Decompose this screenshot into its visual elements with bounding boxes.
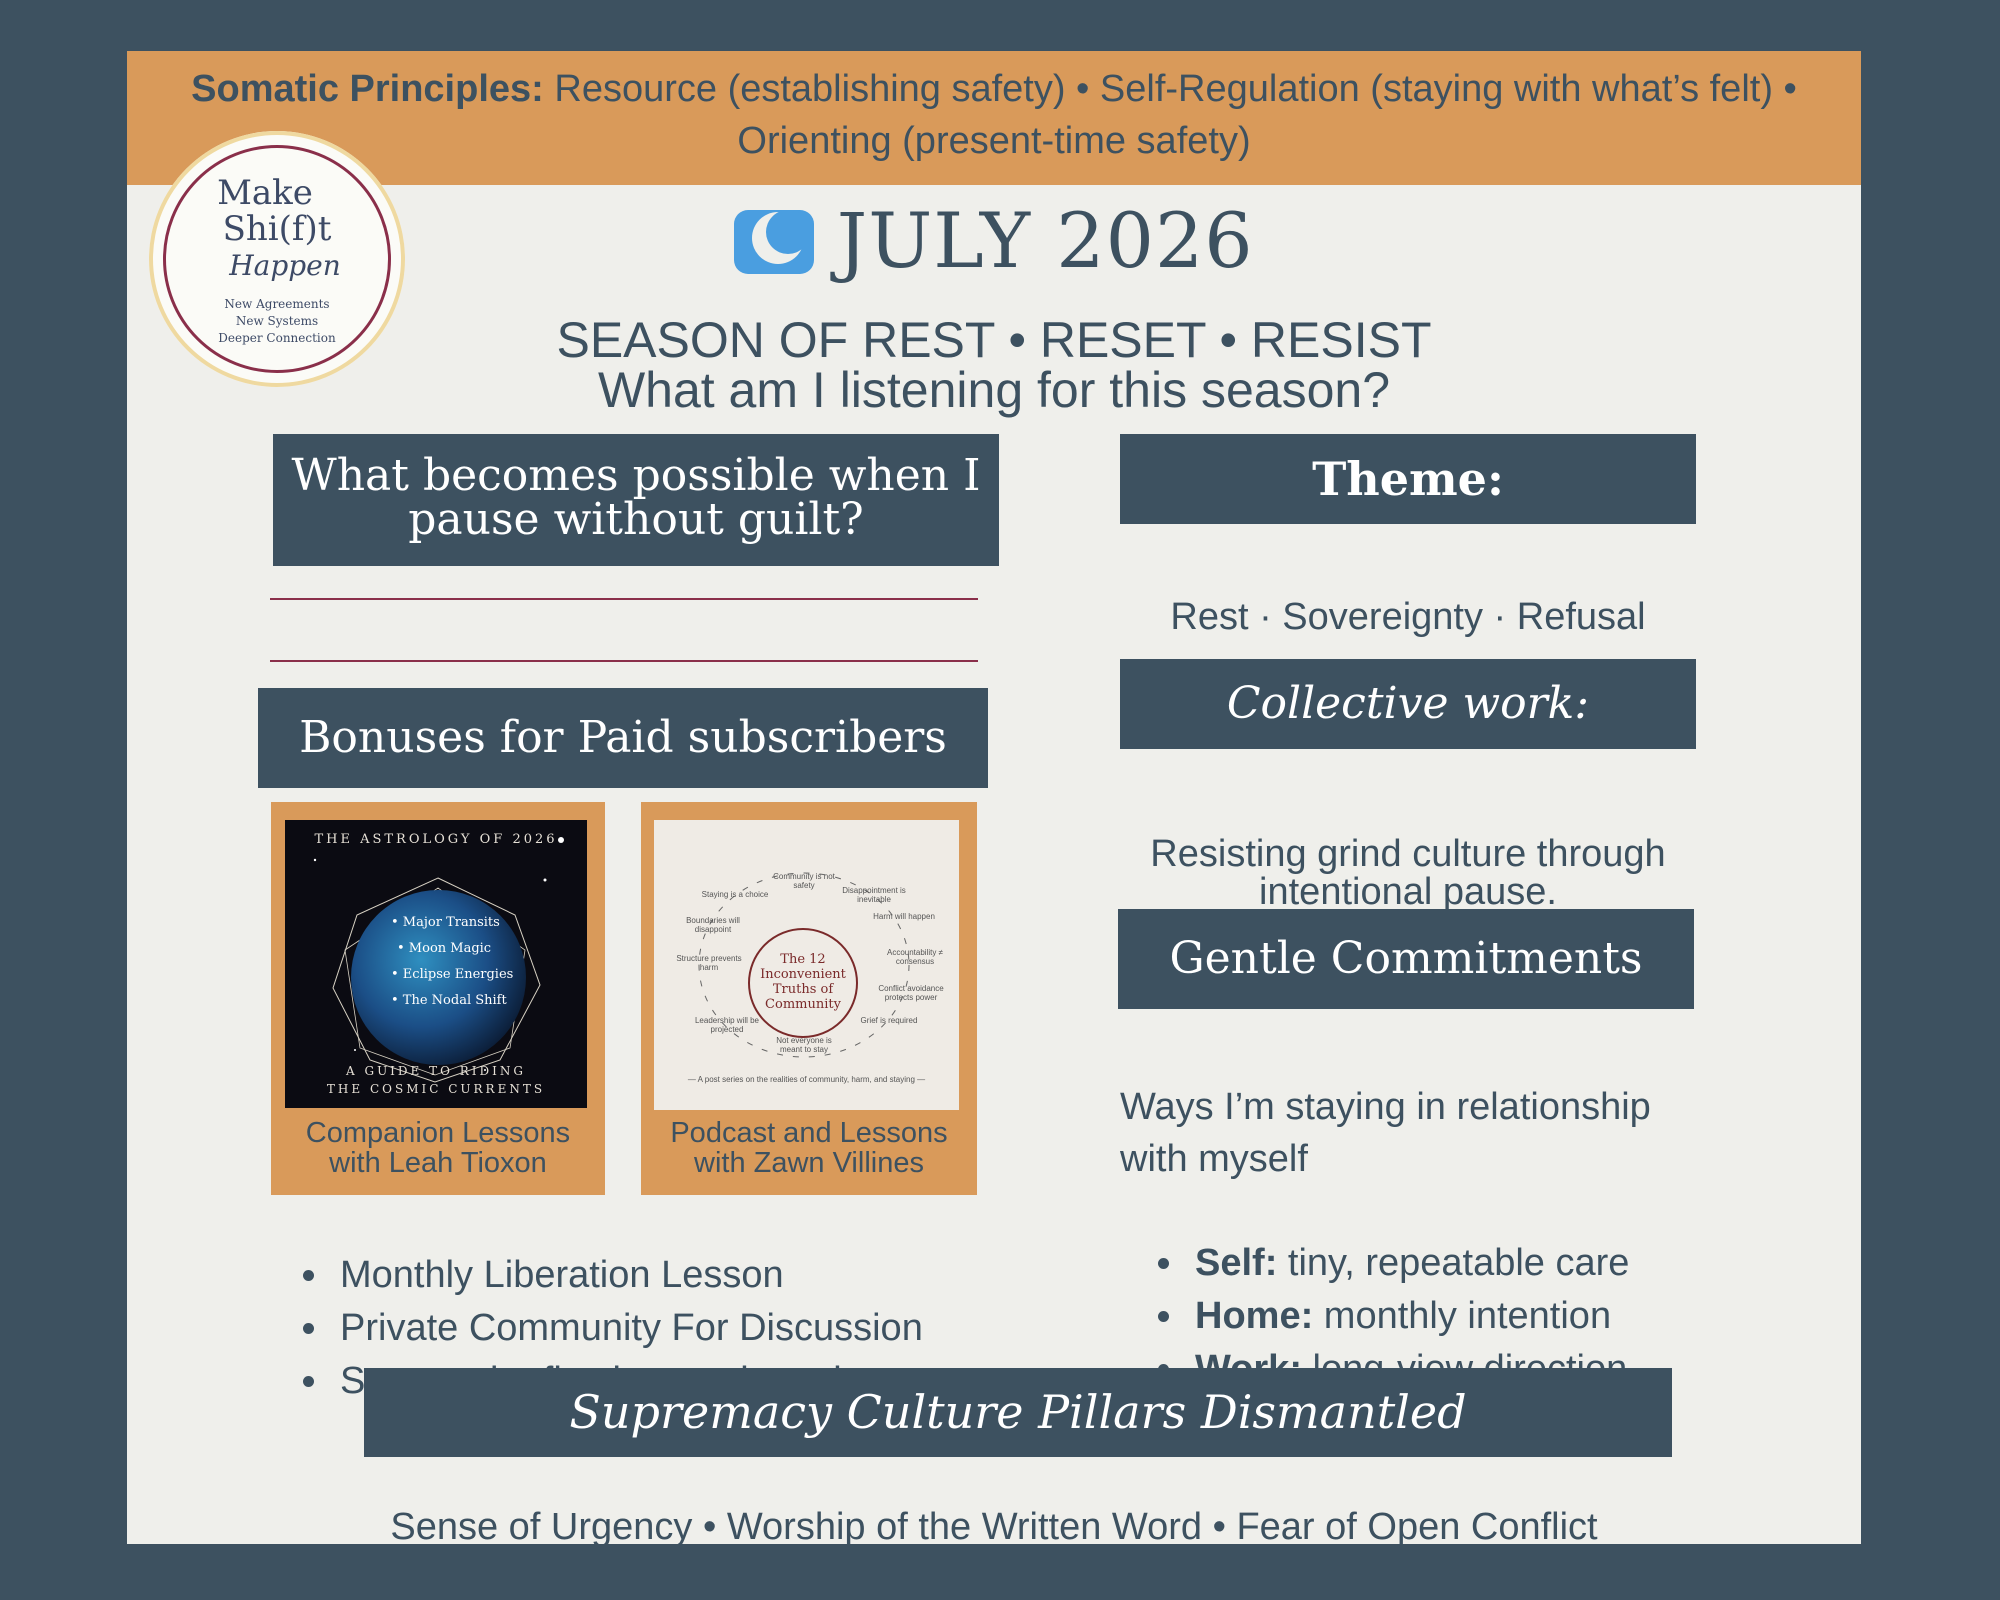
collective-work-text: Resisting grind culture through intentio… [1120, 835, 1696, 911]
truth-3: Harm will happen [873, 912, 935, 921]
commitments-intro-2: with myself [1120, 1138, 1308, 1180]
truth-8: Leadership will be projected [694, 1016, 760, 1034]
commitments-intro: Ways I’m staying in relationship with my… [1120, 1081, 1696, 1185]
logo-ring [163, 145, 391, 373]
bonus-card-1-caption-2: with Leah Tioxon [329, 1147, 547, 1179]
planner-card: Somatic Principles: Resource (establishi… [127, 51, 1861, 1544]
astro-orb [351, 890, 526, 1065]
pillars-text: Sense of Urgency • Worship of the Writte… [390, 1506, 1598, 1544]
commitment-text: monthly intention [1313, 1295, 1612, 1337]
logo-name-line-1: Make [217, 173, 313, 213]
commitments-intro-1: Ways I’m staying in relationship [1120, 1086, 1651, 1128]
journal-line-1 [270, 598, 978, 600]
banner-line-1: Resource (establishing safety) • Self-Re… [554, 68, 1797, 110]
truth-10: Boundaries will disappoint [686, 916, 740, 934]
collective-line-2: intentional pause. [1259, 871, 1557, 913]
banner-line-2: Orienting (present-time safety) [737, 120, 1251, 162]
truths-center-4: Community [765, 997, 841, 1012]
bonus-card-2-caption-2: with Zawn Villines [694, 1147, 924, 1179]
logo-tag-1: New Agreements [224, 297, 330, 311]
logo-name-line-2: Shi(f)t [222, 209, 332, 249]
brand-logo: Make Shi(f)t Happen New Agreements New S… [149, 131, 405, 387]
bonus-list-item: Monthly Liberation Lesson [332, 1249, 923, 1302]
truth-4: Accountability ≠ consensus [887, 948, 943, 966]
commitment-label: Home: [1195, 1295, 1314, 1337]
truths-center-1: The 12 [780, 952, 826, 967]
bonus-card-astrology[interactable]: THE ASTROLOGY OF 2026 • Major Transits •… [271, 802, 605, 1195]
collective-work-heading: Collective work: [1120, 659, 1696, 749]
astro-item-2: • Moon Magic [397, 941, 492, 956]
prompt-line-2: pause without guilt? [408, 494, 864, 545]
commitment-label: Self: [1195, 1242, 1278, 1284]
bonus-card-2-caption-1: Podcast and Lessons [670, 1117, 948, 1149]
bonus-list-item: Private Community For Discussion [332, 1302, 923, 1355]
banner-label: Somatic Principles: [191, 68, 544, 110]
theme-heading: Theme: [1120, 434, 1696, 524]
astro-item-4: • The Nodal Shift [391, 993, 507, 1008]
collective-line-1: Resisting grind culture through [1150, 833, 1666, 875]
astrology-guide-image: THE ASTROLOGY OF 2026 • Major Transits •… [285, 820, 587, 1108]
commitment-item: Home: monthly intention [1187, 1290, 1629, 1343]
truth-11: Staying is a choice [701, 890, 769, 899]
truth-1: Community is not safety [773, 872, 835, 890]
bonus-card-community[interactable]: The 12 Inconvenient Truths of Community … [641, 802, 977, 1195]
community-truths-image: The 12 Inconvenient Truths of Community … [654, 820, 959, 1110]
crescent-moon-icon [734, 202, 815, 279]
season-heading: SEASON OF REST • RESET • RESIST [556, 312, 1432, 368]
prompt-box: What becomes possible when I pause witho… [273, 434, 999, 566]
prompt-line-1: What becomes possible when I [291, 450, 981, 501]
journal-line-2 [270, 660, 978, 662]
truth-2: Disappointment is inevitable [842, 886, 906, 904]
truth-6: Grief is required [860, 1016, 918, 1025]
title-row: JULY 2026 [127, 196, 1861, 296]
truths-center-2: Inconvenient [760, 967, 846, 982]
somatic-principles-banner: Somatic Principles: Resource (establishi… [127, 51, 1861, 185]
commitment-item: Self: tiny, repeatable care [1187, 1237, 1629, 1290]
astro-bottom-2: THE COSMIC CURRENTS [326, 1082, 546, 1096]
astro-item-1: • Major Transits [391, 915, 500, 930]
commitment-text: tiny, repeatable care [1277, 1242, 1630, 1284]
truth-5: Conflict avoidance protects power [878, 984, 944, 1002]
logo-name-line-3: Happen [229, 249, 341, 282]
astro-top-text: THE ASTROLOGY OF 2026 [314, 832, 558, 847]
truths-center-circle: The 12 Inconvenient Truths of Community [748, 928, 858, 1038]
page-title: JULY 2026 [836, 196, 1254, 285]
pillars-heading: Supremacy Culture Pillars Dismantled [364, 1368, 1672, 1457]
season-question: What am I listening for this season? [597, 362, 1391, 418]
logo-tag-2: New Systems [235, 314, 319, 328]
astro-item-3: • Eclipse Energies [391, 967, 514, 982]
gentle-commitments-heading: Gentle Commitments [1118, 909, 1694, 1009]
bonus-card-1-caption-1: Companion Lessons [305, 1117, 571, 1149]
logo-tag-3: Deeper Connection [218, 331, 336, 345]
bonuses-heading: Bonuses for Paid subscribers [258, 688, 988, 788]
astro-bottom-1: A GUIDE TO RIDING [346, 1064, 526, 1078]
truths-center-3: Truths of [772, 982, 834, 997]
theme-text: Rest · Sovereignty · Refusal [1170, 596, 1646, 638]
truth-9: Structure prevents harm [676, 954, 742, 972]
truths-footer: — A post series on the realities of comm… [687, 1075, 926, 1084]
truth-7: Not everyone is meant to stay [776, 1036, 832, 1054]
